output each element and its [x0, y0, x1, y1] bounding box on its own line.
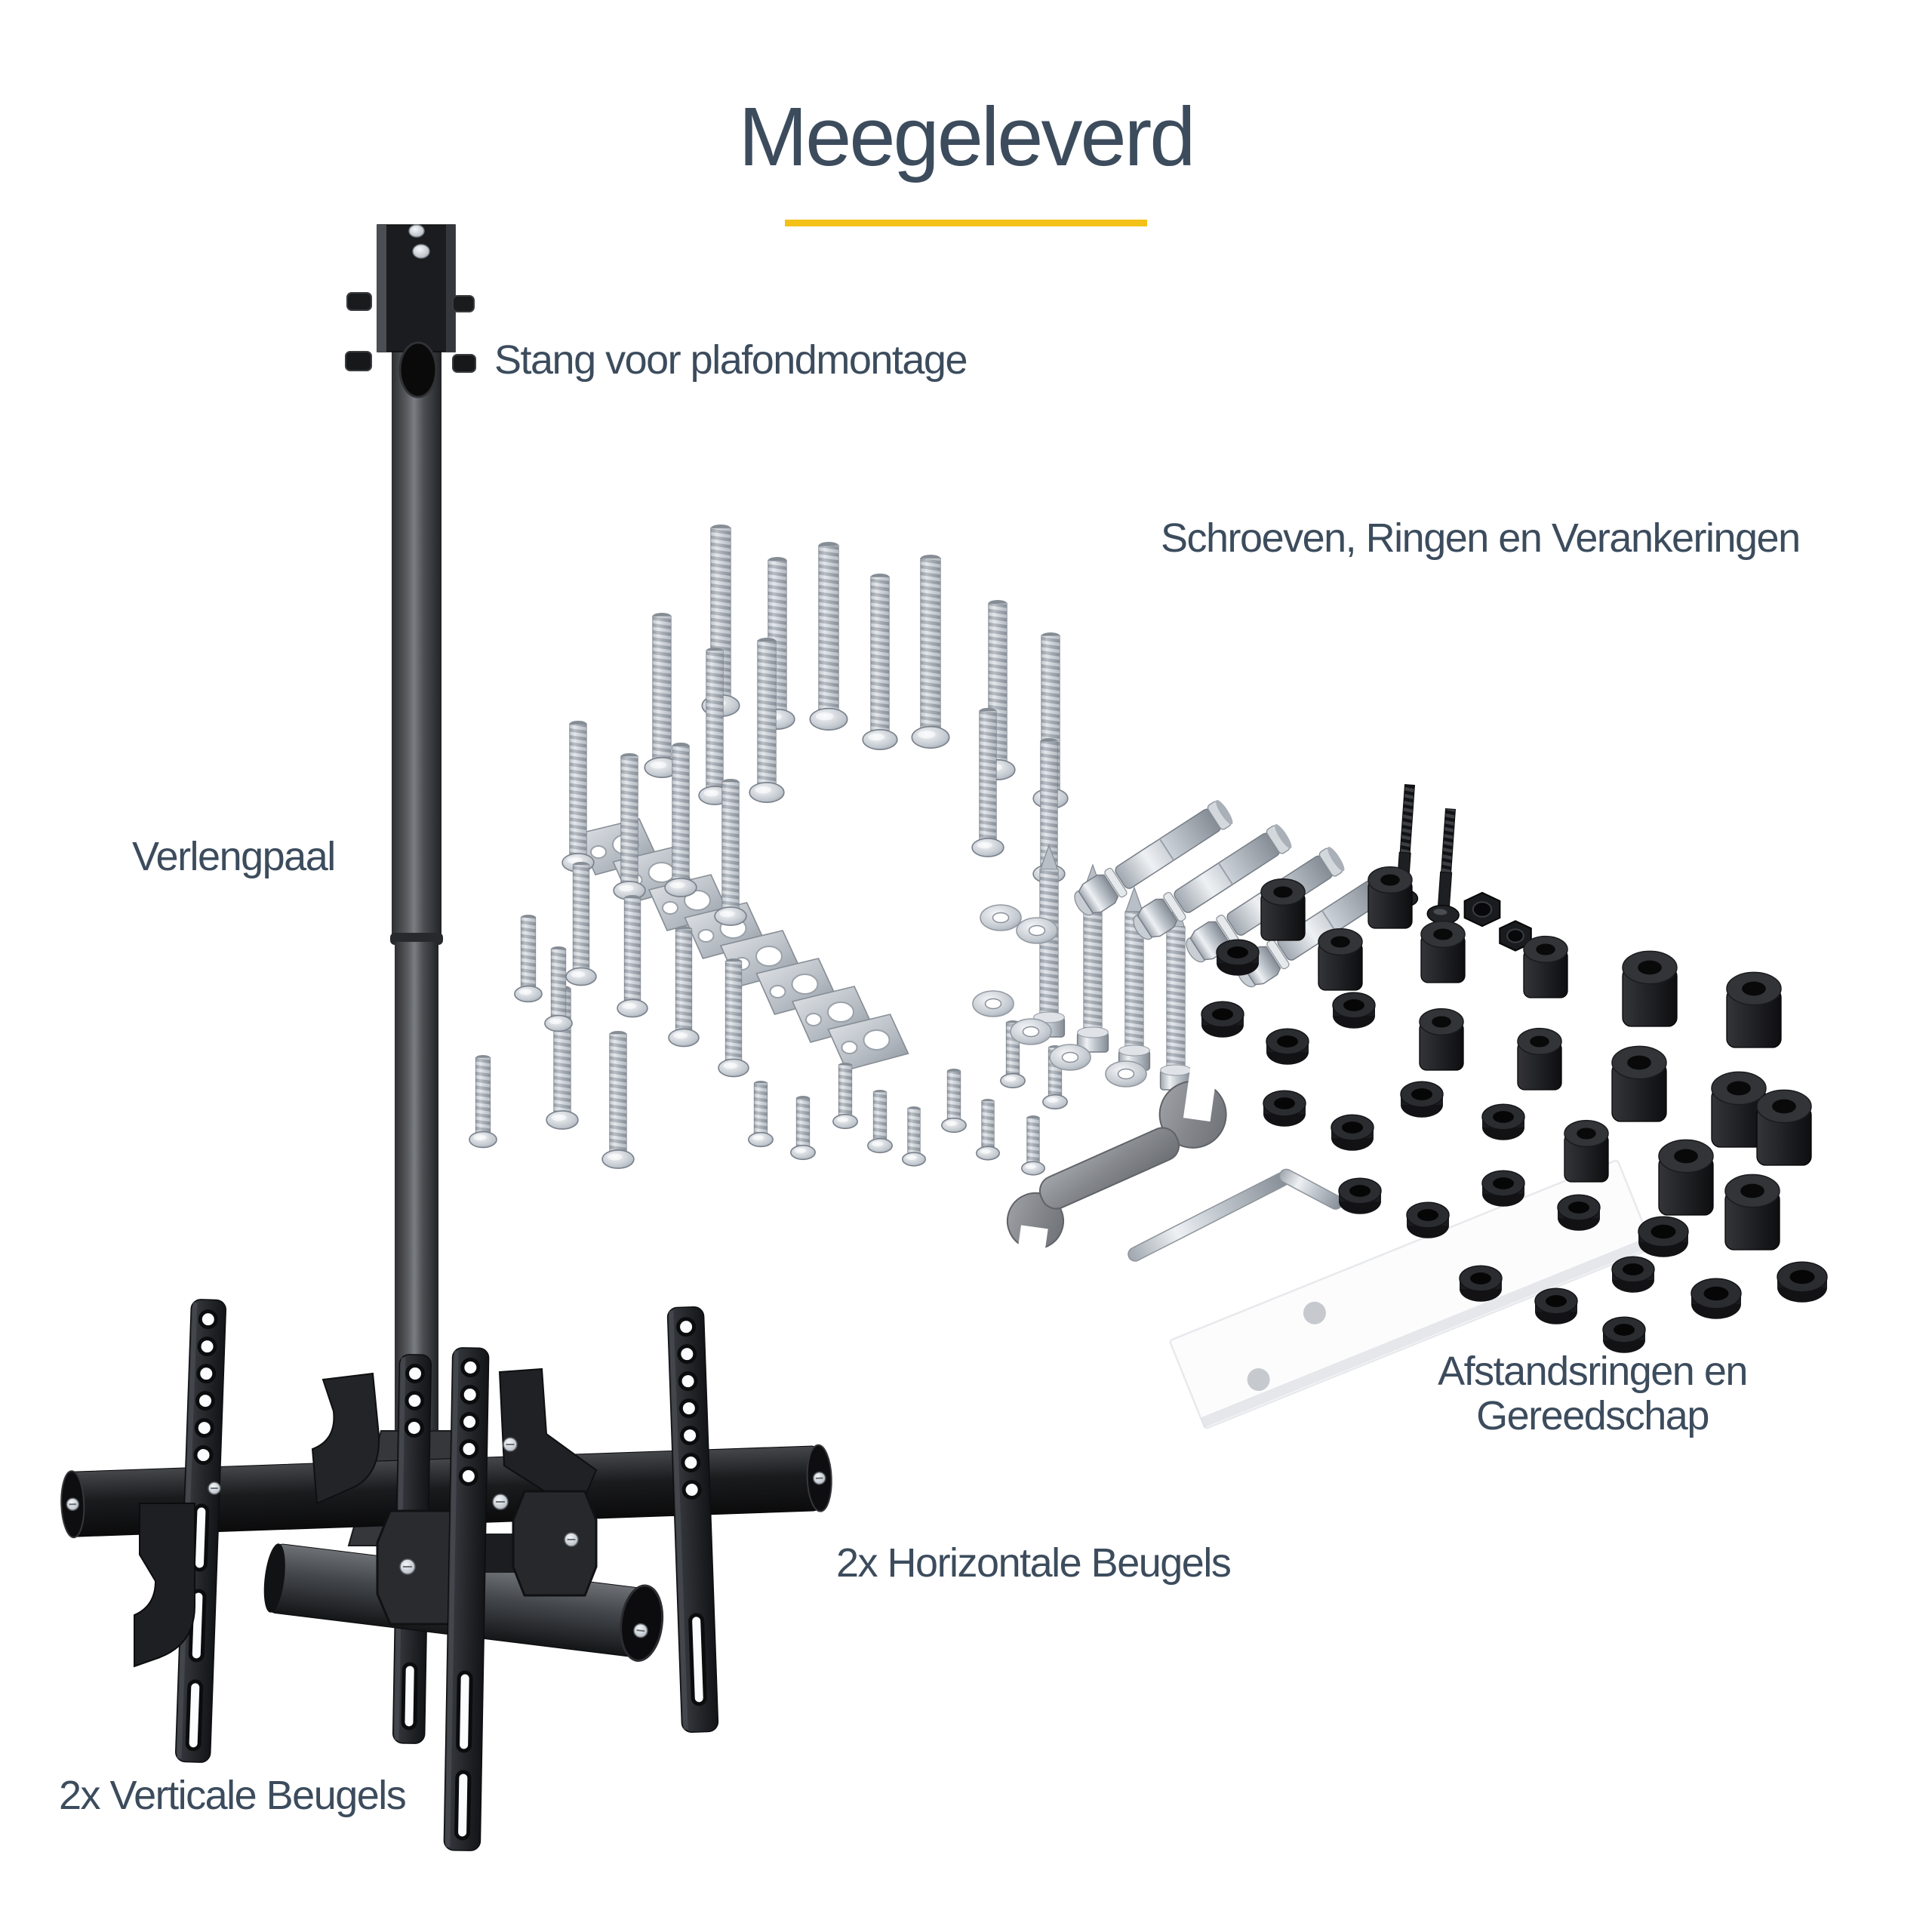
allen-key [1128, 1168, 1343, 1262]
black-spacer-ring [1481, 1103, 1525, 1140]
black-spacer-ring [1201, 1001, 1244, 1038]
flat-washer [1016, 917, 1058, 944]
black-spacers [1201, 866, 1828, 1353]
label-spacers-tools-line1: Afstandsringen en [1438, 1349, 1748, 1394]
flat-washer [980, 904, 1022, 931]
black-spacer [1419, 1008, 1464, 1071]
machine-screw [911, 555, 950, 749]
flat-washer [1105, 1060, 1147, 1088]
black-spacer [1611, 1045, 1667, 1122]
machine-screw [941, 1069, 967, 1134]
machine-screw [469, 1055, 497, 1149]
machine-screw [748, 1081, 774, 1148]
black-spacer-ring [1331, 1114, 1374, 1151]
ceiling-mount-bracket [345, 224, 476, 373]
machine-screw [976, 1099, 1001, 1161]
clamp-hooks [134, 1367, 598, 1668]
black-spacer-ring [1481, 1170, 1525, 1207]
black-spacer-ring [1557, 1194, 1601, 1231]
label-spacers-tools: Afstandsringen en Gereedschap [1358, 1349, 1826, 1439]
black-spacer [1523, 935, 1568, 998]
flat-washer [972, 990, 1014, 1017]
label-extension-pole: Verlengpaal [132, 834, 336, 879]
title-underline [785, 220, 1147, 226]
vertical-bracket [666, 1306, 719, 1733]
black-spacer [1756, 1089, 1812, 1166]
machine-screw [809, 542, 848, 731]
black-bolt [1426, 808, 1460, 924]
black-spacer [1318, 928, 1363, 991]
machine-screw [613, 753, 646, 900]
label-hardware: Schroeven, Ringen en Verankeringen [1161, 515, 1801, 561]
black-spacer-ring [1611, 1256, 1655, 1293]
spacer-plate [827, 1014, 909, 1071]
black-spacer-ring [1690, 1278, 1742, 1319]
flat-washer [1049, 1044, 1091, 1071]
machine-screw [544, 946, 573, 1032]
label-ceiling-pole: Stang voor plafondmontage [494, 337, 968, 383]
black-spacer-ring [1400, 1081, 1444, 1118]
machine-screw [664, 743, 697, 897]
machine-screw [601, 1031, 635, 1169]
horizontal-bar-rear [60, 1444, 832, 1539]
black-spacer [1711, 1071, 1767, 1148]
machine-screw [902, 1106, 927, 1167]
black-spacer [1260, 878, 1306, 941]
black-spacer-ring [1266, 1028, 1309, 1065]
black-spacer-ring [1406, 1201, 1450, 1238]
hex-nut [1463, 891, 1501, 928]
black-spacer [1726, 971, 1782, 1048]
black-spacer [1367, 866, 1413, 929]
machine-screw [718, 958, 749, 1078]
black-spacer-ring [1263, 1090, 1306, 1127]
open-end-wrench [1006, 1063, 1227, 1278]
machine-screw [790, 1096, 816, 1161]
machine-screw [514, 915, 543, 1003]
machine-screw [1021, 1115, 1046, 1176]
spacer-plates-row [576, 818, 909, 1071]
black-spacer-ring [1332, 992, 1376, 1029]
black-spacer-ring [1638, 1216, 1689, 1257]
black-spacer-ring [1459, 1265, 1503, 1302]
machine-screw [714, 779, 747, 926]
page-title: Meegeleverd [738, 91, 1196, 183]
machine-screw [867, 1090, 893, 1154]
hex-nut [1499, 920, 1532, 952]
machine-screw [971, 708, 1004, 857]
black-spacer-ring [1534, 1287, 1578, 1324]
lag-screw [1032, 844, 1066, 1038]
anchor-bolt [1074, 800, 1233, 916]
machine-screw [862, 574, 898, 750]
flat-washers [972, 904, 1147, 1088]
black-spacer-ring [1338, 1177, 1382, 1214]
anchor-bolt [1133, 824, 1292, 940]
black-spacer [1724, 1174, 1780, 1251]
black-spacer-ring [1777, 1261, 1828, 1303]
machine-screw [832, 1063, 858, 1130]
machine-screw [617, 895, 648, 1018]
label-spacers-tools-line2: Gereedschap [1476, 1393, 1709, 1439]
black-spacer [1420, 920, 1466, 983]
black-spacer [1622, 950, 1678, 1027]
machine-screw [561, 721, 595, 872]
black-spacer-ring [1216, 939, 1260, 976]
label-vertical-brackets: 2x Verticale Beugels [59, 1773, 407, 1818]
machine-screws [469, 525, 1069, 1176]
machine-screw [668, 926, 700, 1048]
machine-screw [565, 862, 597, 986]
black-spacer [1658, 1139, 1714, 1216]
label-horizontal-brackets: 2x Horizontale Beugels [836, 1540, 1232, 1586]
black-spacer [1564, 1119, 1609, 1183]
mount-assembly [60, 1299, 832, 1851]
vertical-bracket [443, 1347, 490, 1851]
flat-washer [1010, 1018, 1052, 1045]
machine-screw [644, 613, 680, 778]
black-spacer [1517, 1027, 1562, 1091]
hex-nuts [1463, 891, 1532, 952]
black-spacer-ring [1602, 1316, 1646, 1353]
machine-screw [749, 638, 785, 804]
